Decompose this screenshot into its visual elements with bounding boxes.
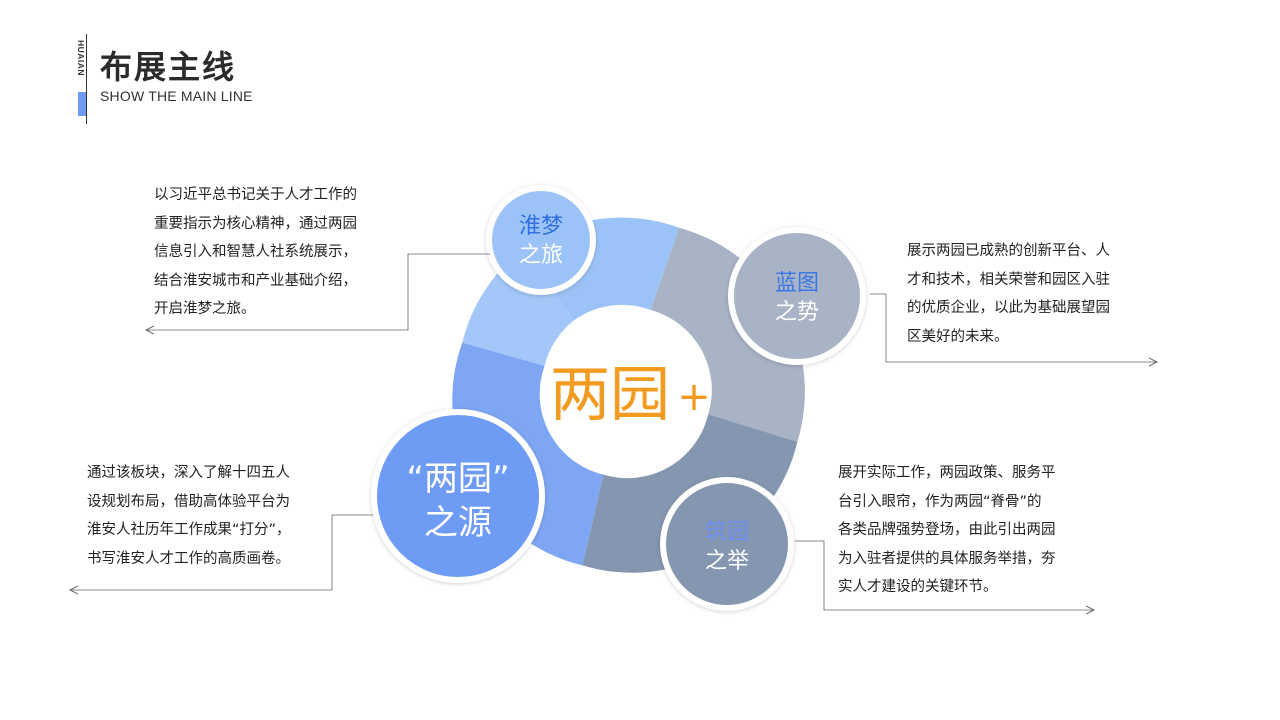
description-line: 区美好的未来。 xyxy=(907,328,1009,345)
page-title: 布展主线 xyxy=(100,48,237,86)
header-divider xyxy=(86,34,87,124)
description-line: 结合淮安城市和产业基础介绍， xyxy=(154,272,357,289)
description-line: 通过该板块，深入了解十四五人 xyxy=(87,465,290,481)
description-line: 各类品牌强势登场，由此引出两园 xyxy=(838,522,1056,538)
description-line: 展开实际工作，两园政策、服务平 xyxy=(838,465,1056,481)
description-line: 展示两园已成熟的创新平台、人 xyxy=(907,243,1110,259)
description-line: 书写淮安人才工作的高质画卷。 xyxy=(87,550,290,567)
description-line: 开启淮梦之旅。 xyxy=(154,301,256,317)
node-liangyuan-line1: “两园” xyxy=(406,459,509,499)
node-huaimeng-circle[interactable] xyxy=(486,185,596,295)
header-accent-bar xyxy=(78,92,86,116)
node-zhuyuan-circle[interactable] xyxy=(660,477,794,611)
description-lantu: 展示两园已成熟的创新平台、人 才和技术，相关荣誉和园区入驻 的优质企业，以此为基… xyxy=(907,237,1110,351)
ring-segment-topleft xyxy=(462,249,574,366)
description-line: 台引入眼帘，作为两园“脊骨”的 xyxy=(838,493,1042,510)
connector-liangyuan xyxy=(70,514,373,590)
description-line: 重要指示为核心精神，通过两园 xyxy=(154,215,357,232)
node-huaimeng-line2: 之旅 xyxy=(519,243,563,268)
description-line: 信息引入和智慧人社系统展示， xyxy=(154,244,357,260)
description-line: 以习近平总书记关于人才工作的 xyxy=(154,187,357,203)
center-circle xyxy=(546,311,704,469)
description-line: 淮安人社历年工作成果“打分”， xyxy=(87,522,291,538)
description-liangyuan: 通过该板块，深入了解十四五人 设规划布局，借助高体验平台为 淮安人社历年工作成果… xyxy=(87,459,291,573)
node-lantu-circle[interactable] xyxy=(728,227,866,365)
description-zhuyuan: 展开实际工作，两园政策、服务平 台引入眼帘，作为两园“脊骨”的 各类品牌强势登场… xyxy=(838,459,1056,602)
node-lantu-line1: 蓝图 xyxy=(775,271,819,296)
description-line: 为入驻者提供的具体服务举措，夯 xyxy=(838,550,1056,567)
node-liangyuan-circle[interactable] xyxy=(371,409,545,583)
vertical-brand-label: HUAIAN xyxy=(76,40,86,77)
connector-huaimeng xyxy=(146,253,490,330)
description-line: 才和技术，相关荣誉和园区入驻 xyxy=(907,271,1110,288)
node-zhuyuan-line1: 筑园 xyxy=(705,520,749,545)
center-main-label: 两园 xyxy=(550,360,670,430)
node-huaimeng-line1: 淮梦 xyxy=(519,214,563,239)
node-liangyuan-line2: 之源 xyxy=(424,503,492,543)
ring-segment-right xyxy=(650,227,805,442)
connector-zhuyuan xyxy=(795,540,1094,610)
center-plus-label: + xyxy=(677,374,711,420)
description-line: 的优质企业，以此为基础展望园 xyxy=(907,300,1110,316)
description-huaimeng: 以习近平总书记关于人才工作的 重要指示为核心精神，通过两园 信息引入和智慧人社系… xyxy=(154,181,357,324)
node-lantu-line2: 之势 xyxy=(775,300,819,325)
connector-lantu xyxy=(870,293,1157,362)
page-subtitle: SHOW THE MAIN LINE xyxy=(100,88,253,104)
node-zhuyuan-line2: 之举 xyxy=(705,549,749,574)
description-line: 实人才建设的关键环节。 xyxy=(838,579,998,595)
description-line: 设规划布局，借助高体验平台为 xyxy=(87,493,290,510)
